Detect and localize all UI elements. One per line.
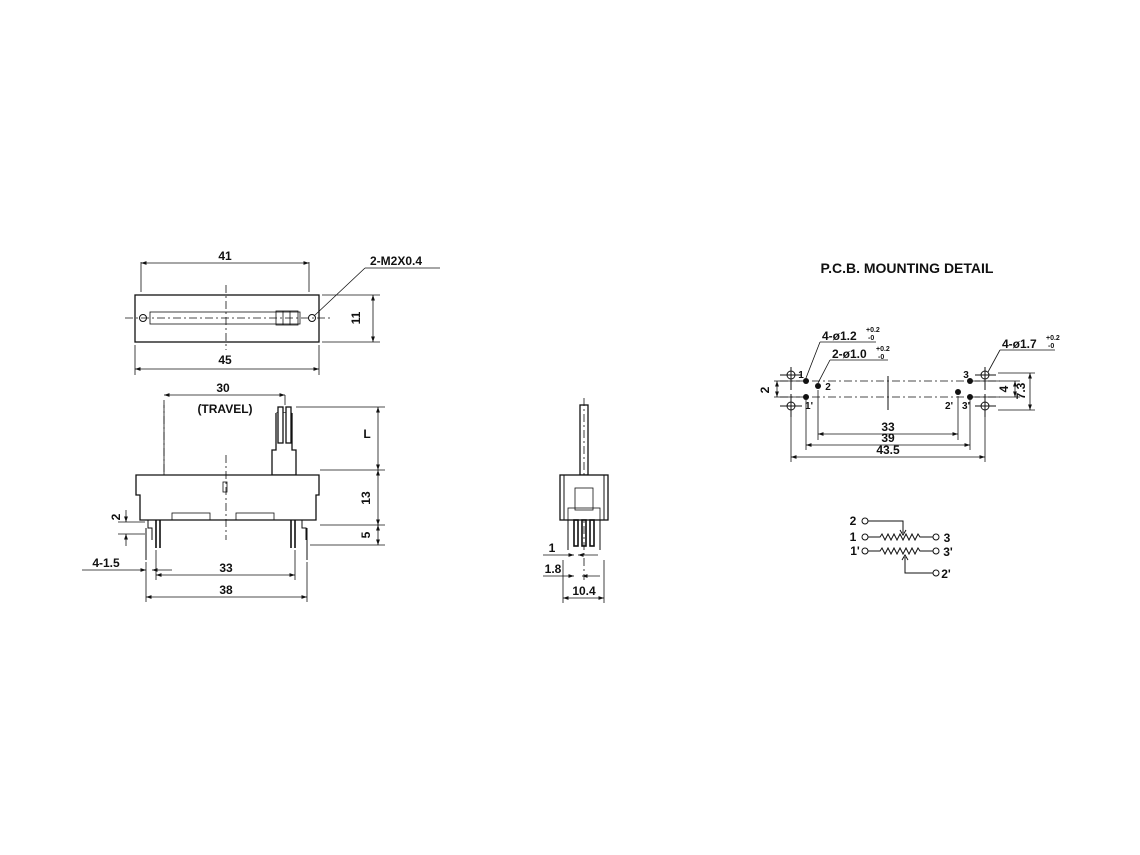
hole-1-2-tolerance-lower: -0	[868, 335, 874, 342]
dim-4-1-5: 4-1.5	[92, 556, 120, 570]
dim-11: 11	[349, 311, 363, 324]
side-dim-1: 1	[549, 541, 556, 555]
side-view-body	[559, 474, 609, 521]
front-view-body	[135, 474, 320, 521]
front-lever-tine-right	[285, 406, 292, 444]
hole-1-7-tolerance: +0.2	[1046, 335, 1060, 342]
top-view-slot	[149, 311, 301, 325]
pin-label-1-top: 1	[798, 370, 804, 381]
schematic-terminal-1: 1	[850, 530, 857, 544]
top-view: 41 45 11 2-M2X0.4	[125, 249, 440, 375]
pin-label-2p: 2'	[945, 401, 953, 412]
side-dim-10-4: 10.4	[572, 584, 596, 598]
dim-41: 41	[218, 249, 232, 263]
screw-callout: 2-M2X0.4	[370, 254, 422, 268]
pcb-dim-43-5: 43.5	[876, 443, 900, 457]
dim-38: 38	[219, 583, 233, 597]
side-view: 1 1.8 10.4	[543, 398, 609, 603]
screw-hole-left	[139, 314, 147, 322]
pin-label-3: 3	[963, 370, 969, 381]
pcb-hole-pin-3	[967, 378, 973, 384]
dim-2: 2	[109, 513, 123, 520]
pin-label-3p: 3'	[962, 401, 970, 412]
pcb-hole-mount-tr	[980, 370, 990, 380]
pcb-dim-4: 4	[997, 385, 1011, 392]
pcb-dim-7-3: 7.3	[1014, 382, 1028, 399]
dim-33-front: 33	[219, 561, 233, 575]
side-dim-1-8: 1.8	[545, 562, 562, 576]
hole-callout-1-0: 2-ø1.0	[832, 347, 867, 361]
pcb-hole-pin-3p	[967, 394, 973, 400]
pcb-hole-pin-1p	[803, 394, 809, 400]
travel-label: (TRAVEL)	[197, 402, 252, 416]
hole-1-0-tolerance: +0.2	[876, 346, 890, 353]
top-view-body	[134, 294, 320, 343]
pcb-hole-pin-2p	[955, 389, 961, 395]
resistor-bottom	[868, 546, 933, 556]
pcb-hole-pin-1	[803, 378, 809, 384]
front-view: 30 (TRAVEL) L 13 5 2 4-1.5 33 38	[82, 381, 385, 602]
schematic-terminal-3: 3	[944, 531, 951, 545]
resistor-top	[868, 532, 933, 542]
pcb-title: P.C.B. MOUNTING DETAIL	[821, 260, 994, 276]
pcb-dim-39: 39	[881, 431, 895, 445]
dim-30: 30	[216, 381, 230, 395]
screw-hole-right	[308, 314, 316, 322]
dim-13: 13	[359, 491, 373, 505]
hole-1-2-tolerance: +0.2	[866, 327, 880, 334]
schematic-terminal-3p: 3'	[943, 545, 953, 559]
top-view-slider-knob	[275, 310, 299, 326]
pin-label-2: 2	[825, 382, 831, 393]
pcb-hole-mount-tl	[786, 370, 796, 380]
dim-L: L	[363, 427, 370, 441]
schematic-terminal-1p: 1'	[850, 544, 860, 558]
pcb-mounting-detail: P.C.B. MOUNTING DETAIL 1 1' 2 2' 3 3' 4-…	[758, 260, 1060, 462]
front-lever-tine-left	[277, 406, 284, 444]
dim-5: 5	[359, 531, 373, 538]
hole-1-7-tolerance-lower: -0	[1048, 343, 1054, 350]
schematic-terminal-2: 2	[850, 514, 857, 528]
dual-pot-schematic: 2 1 1' 3 3' 2'	[850, 514, 953, 581]
schematic-terminal-2p: 2'	[941, 567, 951, 581]
pcb-hole-pin-2	[815, 383, 821, 389]
hole-callout-1-7: 4-ø1.7	[1002, 337, 1037, 351]
hole-1-0-tolerance-lower: -0	[878, 354, 884, 361]
pcb-dim-2: 2	[758, 386, 772, 393]
dim-45: 45	[218, 353, 232, 367]
pin-label-1p: 1'	[805, 401, 813, 412]
pcb-dim-33: 33	[881, 420, 895, 434]
hole-callout-1-2: 4-ø1.2	[822, 329, 857, 343]
